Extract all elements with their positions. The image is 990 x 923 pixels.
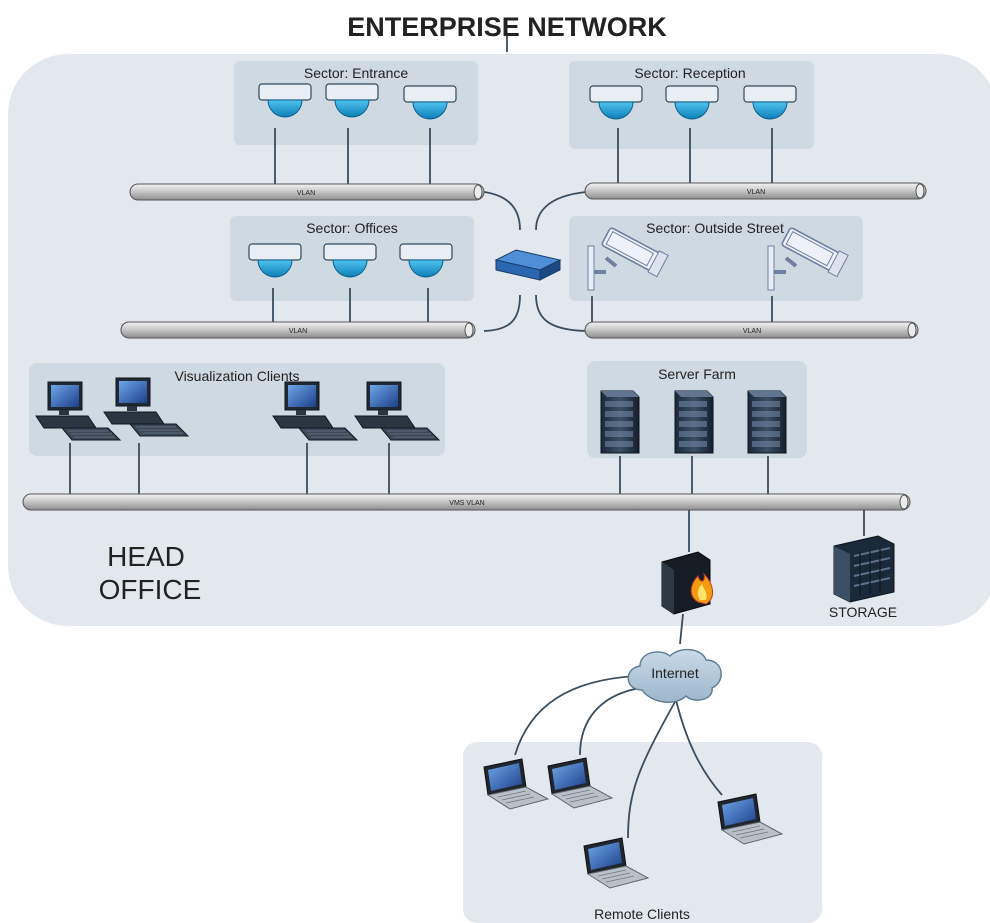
vlan-pipes <box>22 182 927 511</box>
vlan-label-offices: VLAN <box>289 328 307 335</box>
head-office-label-line1: HEAD <box>107 541 185 572</box>
vlan-pipe-reception <box>584 182 927 200</box>
storage-array-icon <box>833 535 895 603</box>
vlan-label-outside-street: VLAN <box>743 328 761 335</box>
diagram-title: ENTERPRISE NETWORK <box>347 12 667 42</box>
vms-vlan-label: VMS VLAN <box>449 500 484 507</box>
internet-label: Internet <box>651 665 699 681</box>
vms-vlan-pipe <box>22 493 911 511</box>
vlan-pipe-outside-street <box>584 321 919 339</box>
drop-lines <box>69 36 865 839</box>
sector-reception-label: Sector: Reception <box>634 65 745 81</box>
vlan-label-entrance: VLAN <box>297 190 315 197</box>
visualization-clients-label: Visualization Clients <box>174 368 299 384</box>
firewall-icon <box>661 551 713 615</box>
server-rack-icon <box>600 390 640 454</box>
head-office-label-line2: OFFICE <box>99 574 202 605</box>
server-rack-icon <box>747 390 787 454</box>
network-switch-icon <box>494 249 562 281</box>
vlan-label-reception: VLAN <box>747 189 765 196</box>
vlan-pipe-entrance <box>129 183 485 201</box>
sector-outside-street-label: Sector: Outside Street <box>646 220 784 236</box>
sector-offices-label: Sector: Offices <box>306 220 398 236</box>
vlan-pipe-offices <box>120 321 476 339</box>
remote-clients-label: Remote Clients <box>594 906 690 922</box>
sector-entrance-label: Sector: Entrance <box>304 65 408 81</box>
storage-label: STORAGE <box>829 604 897 620</box>
cloud-icon <box>627 649 722 703</box>
server-rack-icon <box>674 390 714 454</box>
server-farm-label: Server Farm <box>658 366 736 382</box>
